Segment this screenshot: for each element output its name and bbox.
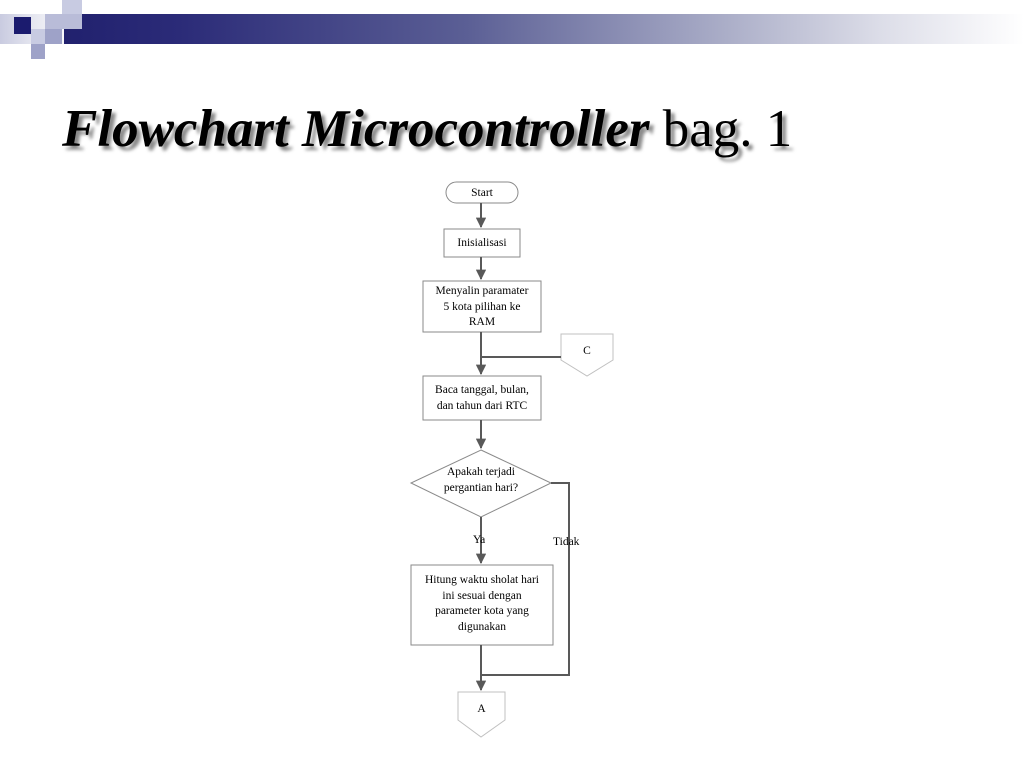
edge-label-yes: Ya (473, 534, 486, 546)
header-gradient-bar (64, 14, 1024, 44)
node-connector-a-shape[interactable] (457, 691, 506, 738)
edge-label-no: Tidak (553, 536, 580, 548)
header-square-pale-top (62, 0, 82, 14)
node-compute-shape[interactable] (410, 564, 554, 646)
edge-decision-no-to-connector-a (482, 482, 570, 676)
node-decision-shape[interactable] (409, 449, 553, 518)
header-square-light-b (62, 14, 82, 29)
node-start-shape[interactable] (445, 181, 519, 204)
node-connector-c-shape[interactable] (560, 333, 614, 377)
node-read-shape[interactable] (422, 375, 542, 421)
node-copy-shape[interactable] (422, 280, 542, 333)
page-title-roman-part: bag. 1 (649, 100, 793, 158)
node-init-shape[interactable] (443, 228, 521, 258)
header-square-navy (14, 17, 31, 34)
page-title-italic-part: Flowchart Microcontroller (62, 100, 650, 158)
header-decoration (0, 0, 1024, 60)
header-square-light-a (45, 14, 62, 29)
header-square-pale-b (31, 29, 45, 44)
header-square-mid-b (31, 44, 45, 59)
page-title: Flowchart Microcontroller bag. 1 (62, 99, 792, 159)
header-square-mid-a (45, 29, 62, 44)
